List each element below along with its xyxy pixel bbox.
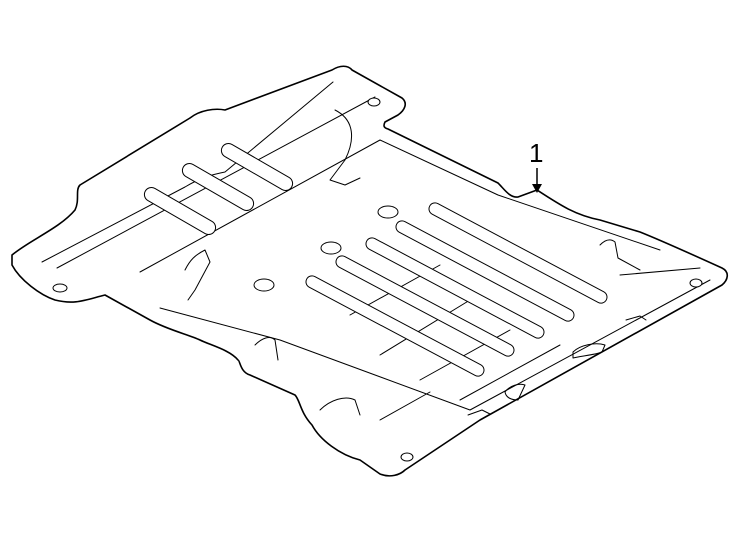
fold-line-right-edge [619, 267, 701, 276]
mounting-hole [52, 283, 68, 293]
cross-line-5 [379, 391, 431, 421]
mounting-hole [367, 97, 381, 107]
slot-right [572, 343, 606, 359]
cross-line-4 [459, 344, 561, 401]
bracket-top [329, 109, 361, 186]
slot-center [504, 383, 526, 401]
bracket-lower-left [254, 337, 279, 361]
center-holes [253, 205, 399, 292]
mounting-hole [400, 452, 414, 462]
center-hole [320, 241, 342, 255]
tab-mark-2 [467, 409, 491, 416]
arrowhead-icon [532, 184, 542, 193]
mounting-hole [689, 278, 703, 288]
bracket-left [184, 249, 211, 301]
bracket-right [599, 239, 641, 271]
callout-1-label[interactable]: 1 [529, 138, 544, 168]
cross-line-2 [379, 299, 471, 356]
tab-mark-1 [625, 315, 647, 321]
fold-line-center-bottom [159, 279, 711, 411]
left-ribs [143, 143, 294, 235]
center-hole [377, 205, 399, 219]
callout-1-arrow [532, 168, 542, 193]
center-hole [253, 278, 275, 292]
mounting-holes [52, 97, 703, 462]
right-ribs [305, 202, 608, 377]
bracket-bottom [319, 397, 361, 416]
fold-line-center-top [139, 139, 661, 273]
